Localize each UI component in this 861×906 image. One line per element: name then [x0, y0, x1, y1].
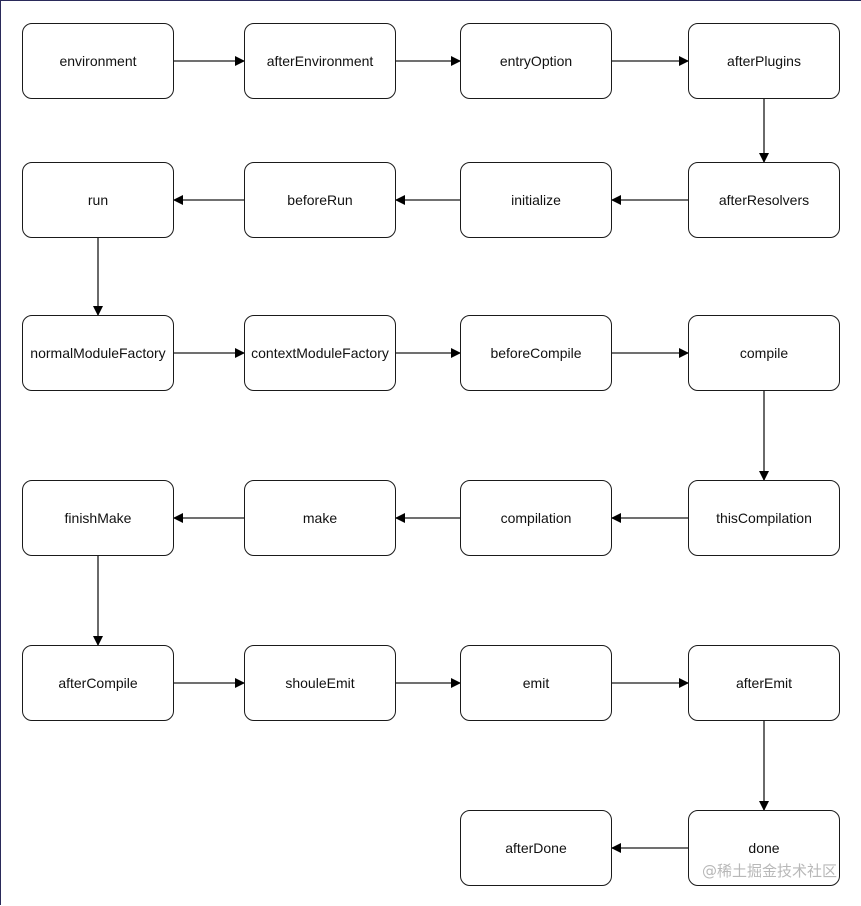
node-emit: emit [460, 645, 612, 721]
node-initialize: initialize [460, 162, 612, 238]
node-afterEmit: afterEmit [688, 645, 840, 721]
node-afterDone: afterDone [460, 810, 612, 886]
node-afterEnvironment: afterEnvironment [244, 23, 396, 99]
node-compilation: compilation [460, 480, 612, 556]
node-shouleEmit: shouleEmit [244, 645, 396, 721]
node-beforeRun: beforeRun [244, 162, 396, 238]
node-entryOption: entryOption [460, 23, 612, 99]
node-done: done [688, 810, 840, 886]
watermark: @稀土掘金技术社区 [701, 862, 837, 880]
node-afterResolvers: afterResolvers [688, 162, 840, 238]
node-run: run [22, 162, 174, 238]
node-thisCompilation: thisCompilation [688, 480, 840, 556]
node-normalModuleFactory: normalModuleFactory [22, 315, 174, 391]
node-afterCompile: afterCompile [22, 645, 174, 721]
node-contextModuleFactory: contextModuleFactory [244, 315, 396, 391]
node-finishMake: finishMake [22, 480, 174, 556]
node-make: make [244, 480, 396, 556]
node-beforeCompile: beforeCompile [460, 315, 612, 391]
node-afterPlugins: afterPlugins [688, 23, 840, 99]
node-environment: environment [22, 23, 174, 99]
node-compile: compile [688, 315, 840, 391]
